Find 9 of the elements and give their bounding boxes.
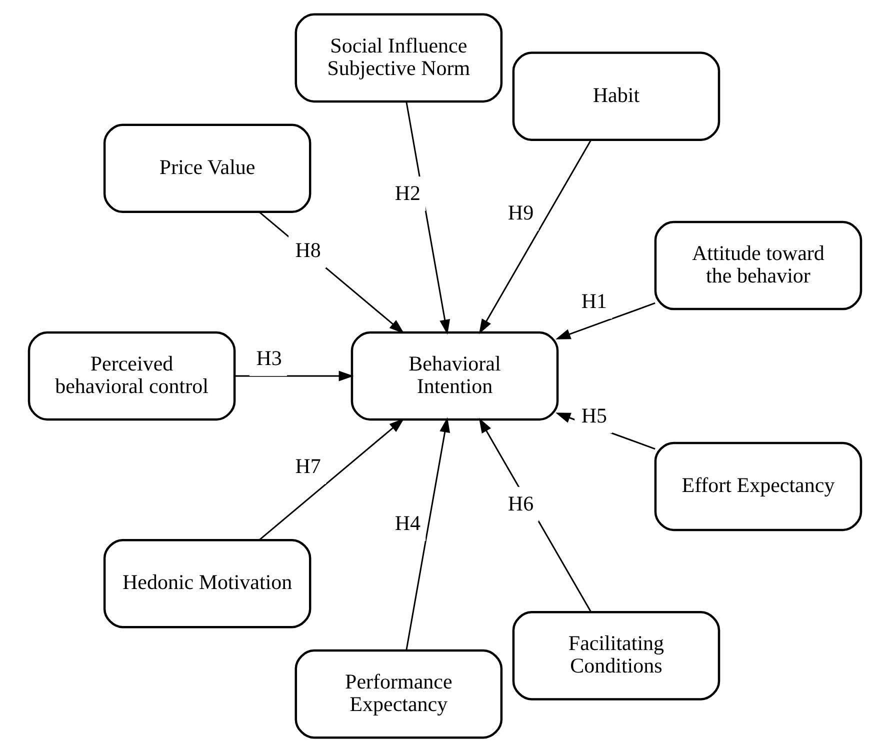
edge-label: H5 bbox=[581, 403, 608, 428]
edge-label: H2 bbox=[394, 181, 421, 206]
edge-label: H1 bbox=[581, 288, 608, 313]
edge-label: H6 bbox=[508, 491, 534, 516]
edge-label: H3 bbox=[256, 346, 282, 370]
edge-label: H8 bbox=[295, 238, 321, 262]
edge-label: H7 bbox=[295, 454, 321, 478]
edge-label: H4 bbox=[394, 511, 421, 536]
edge-label: H9 bbox=[508, 200, 534, 225]
